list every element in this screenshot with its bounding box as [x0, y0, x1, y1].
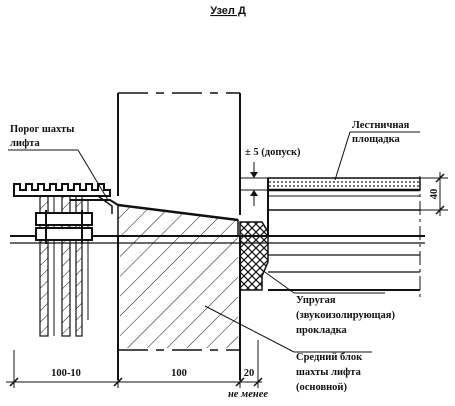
- block-label-line2: шахты лифта: [296, 367, 362, 378]
- middle-shaft-block: [117, 92, 241, 380]
- landing-label-line2: площадка: [352, 134, 401, 145]
- block-callout: Средний блок шахты лифта (основной): [204, 305, 372, 393]
- gasket-label-line1: Упругая: [296, 295, 336, 306]
- threshold-slab: [117, 203, 239, 237]
- gasket-label-line3: прокладка: [296, 325, 348, 336]
- landing-callout: Лестничная площадка: [334, 120, 420, 181]
- landing-slab: [267, 176, 421, 300]
- landing-thickness-dimension: 40: [420, 172, 448, 216]
- landing-label-line1: Лестничная: [352, 120, 410, 131]
- tolerance-label: ± 5 (допуск): [245, 147, 301, 158]
- dimension-middle-span: 100: [171, 368, 187, 379]
- dimension-left-span: 100-10: [51, 368, 81, 379]
- dimension-gap-span: 20: [244, 368, 255, 379]
- threshold-label-line1: Порог шахты: [10, 124, 74, 135]
- elastic-gasket: [239, 221, 269, 291]
- lift-threshold-assembly: [13, 183, 119, 337]
- threshold-label-line2: лифта: [10, 138, 40, 149]
- bottom-dimensions: 100-10 100 20 не менее: [6, 340, 268, 400]
- drawing-title: Узел Д: [210, 5, 246, 17]
- block-label-line3: (основной): [296, 382, 347, 393]
- landing-thickness-value: 40: [429, 189, 440, 200]
- block-label-line1: Средний блок: [296, 352, 363, 363]
- gasket-callout: Упругая (звукоизолирующая) прокладка: [261, 269, 395, 336]
- tolerance-dimension: ± 5 (допуск): [240, 147, 301, 206]
- gasket-label-line2: (звукоизолирующая): [296, 310, 395, 321]
- threshold-callout: Порог шахты лифта: [8, 124, 109, 201]
- dimension-gap-note: не менее: [228, 389, 268, 400]
